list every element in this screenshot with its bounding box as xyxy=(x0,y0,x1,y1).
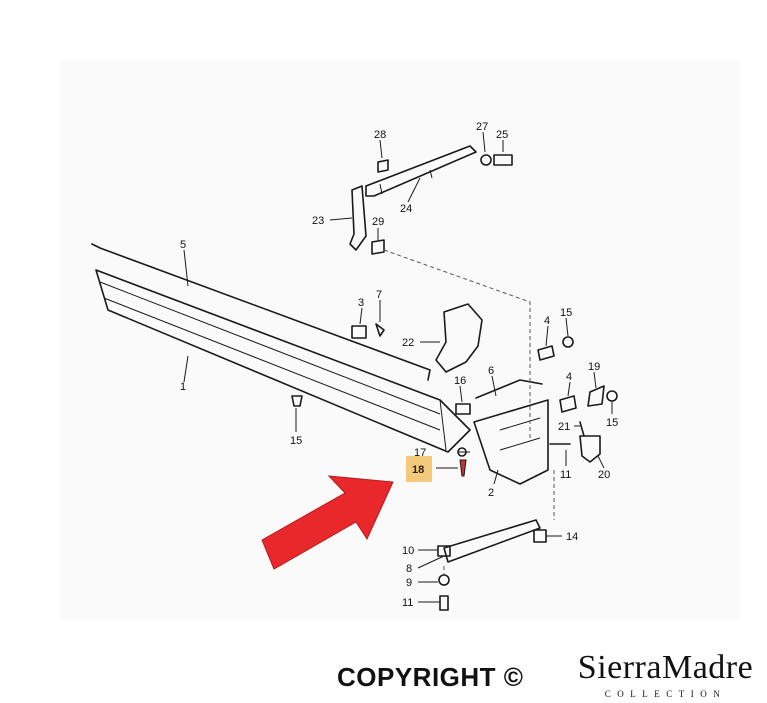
bracket-part-23 xyxy=(349,185,367,251)
bracket-part-20 xyxy=(579,435,601,463)
callout-6: 6 xyxy=(488,365,494,377)
bolt-part-11-bottom xyxy=(439,595,449,611)
rocker-panel-assembly xyxy=(91,243,471,453)
nut-part-15-left xyxy=(291,395,303,407)
callout-labels: 28 27 25 23 24 29 5 1 3 7 22 15 16 6 17 … xyxy=(180,121,618,609)
callout-11-top: 11 xyxy=(560,469,571,481)
lower-strut-assembly xyxy=(437,519,547,611)
callout-2: 2 xyxy=(488,487,494,499)
callout-11-bottom: 11 xyxy=(402,597,413,609)
copyright-text: COPYRIGHT © xyxy=(337,662,524,692)
callout-25: 25 xyxy=(496,129,508,141)
clip-part-4-top xyxy=(537,345,555,361)
callout-22: 22 xyxy=(402,337,414,349)
callout-15-right: 15 xyxy=(606,417,618,429)
nut-part-15-top xyxy=(562,336,574,348)
rocker-panel-part-1 xyxy=(95,269,471,453)
callout-18: 18 xyxy=(412,464,424,476)
brand-name: SierraMadre xyxy=(577,649,754,686)
nut-part-28 xyxy=(377,159,389,173)
foam-block-part-22 xyxy=(435,303,483,373)
callout-1: 1 xyxy=(180,381,186,393)
strut-part-24 xyxy=(365,145,477,197)
upper-bracket-assembly xyxy=(349,145,513,255)
clip-part-10 xyxy=(437,545,451,557)
screw-part-18 xyxy=(459,459,467,477)
callout-7: 7 xyxy=(376,289,382,301)
callout-5: 5 xyxy=(180,239,186,251)
strut-part-8 xyxy=(443,519,541,563)
washer-part-27 xyxy=(480,154,492,166)
diagram-background xyxy=(60,60,740,620)
clip-part-4-mid xyxy=(559,395,577,413)
callout-29: 29 xyxy=(372,216,384,228)
callout-16: 16 xyxy=(454,375,466,387)
callout-4-top: 4 xyxy=(544,315,550,327)
rear-piece-part-2 xyxy=(473,399,549,485)
callout-17: 17 xyxy=(414,447,426,459)
callout-24: 24 xyxy=(400,203,412,215)
callout-20: 20 xyxy=(598,469,610,481)
alignment-line-upper xyxy=(383,249,531,440)
clip-part-3 xyxy=(351,325,367,339)
callout-23: 23 xyxy=(312,215,324,227)
bracket-part-19 xyxy=(587,385,605,407)
brand-subtitle: COLLECTION xyxy=(604,689,727,699)
screw-part-21 xyxy=(579,421,585,437)
callout-8: 8 xyxy=(406,563,412,575)
callout-21: 21 xyxy=(558,421,570,433)
callout-15-top: 15 xyxy=(560,307,572,319)
brand-logo: SierraMadre COLLECTION xyxy=(568,650,763,700)
nut-part-15-right xyxy=(606,390,618,402)
clip-part-29 xyxy=(371,239,385,255)
callout-27: 27 xyxy=(476,121,488,133)
callout-3: 3 xyxy=(358,297,364,309)
red-pointer-arrow-icon xyxy=(261,475,394,570)
callout-28: 28 xyxy=(374,129,386,141)
callout-4-mid: 4 xyxy=(566,371,572,383)
clip-part-16 xyxy=(455,403,471,415)
rear-panel-assembly xyxy=(473,336,618,485)
cable-part-6 xyxy=(475,379,543,399)
bolt-part-25 xyxy=(493,154,513,166)
trim-strip-part-5 xyxy=(91,243,431,381)
bolt-part-14 xyxy=(533,529,547,543)
callout-10: 10 xyxy=(402,545,414,557)
highlight-box xyxy=(406,456,432,482)
screw-part-7 xyxy=(375,323,385,337)
callout-14: 14 xyxy=(566,531,578,543)
callout-15-left: 15 xyxy=(290,435,302,447)
callout-leaders xyxy=(183,131,613,603)
callout-19: 19 xyxy=(588,361,600,373)
callout-9: 9 xyxy=(406,577,412,589)
